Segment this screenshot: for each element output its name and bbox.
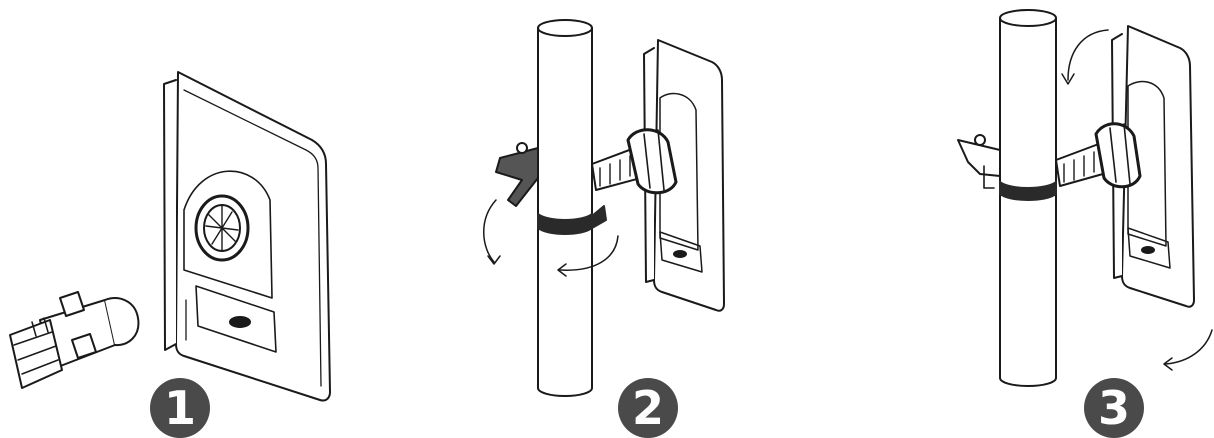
- rotate-arrow-icon: [1163, 329, 1213, 371]
- device-panel-icon: [1111, 25, 1195, 308]
- step-2-illustration: [483, 19, 725, 397]
- mount-arm-icon: [1055, 122, 1142, 189]
- step-1-illustration: [9, 71, 331, 402]
- step-number: 2: [631, 381, 664, 435]
- pole-icon: [537, 19, 593, 397]
- rotate-arrow-icon: [557, 235, 619, 277]
- strap-icon: [537, 205, 607, 235]
- connector-port-icon: [194, 194, 250, 262]
- mount-arm-icon: [591, 128, 678, 195]
- step-number: 3: [1097, 381, 1130, 435]
- clamp-lever-icon: [495, 142, 539, 207]
- step-3-badge: 3: [1084, 378, 1144, 438]
- step-3-illustration: [957, 9, 1213, 387]
- clamp-lever-icon: [957, 134, 1001, 189]
- mounting-bracket-icon: [9, 291, 140, 389]
- strap-icon: [999, 181, 1057, 201]
- step-2-badge: 2: [618, 378, 678, 438]
- rotate-arrow-icon: [1061, 29, 1109, 85]
- pole-icon: [999, 9, 1057, 387]
- step-number: 1: [163, 381, 196, 435]
- rotate-arrow-icon: [483, 199, 501, 265]
- device-panel-icon: [163, 71, 331, 402]
- device-panel-icon: [643, 39, 725, 312]
- step-1-badge: 1: [150, 378, 210, 438]
